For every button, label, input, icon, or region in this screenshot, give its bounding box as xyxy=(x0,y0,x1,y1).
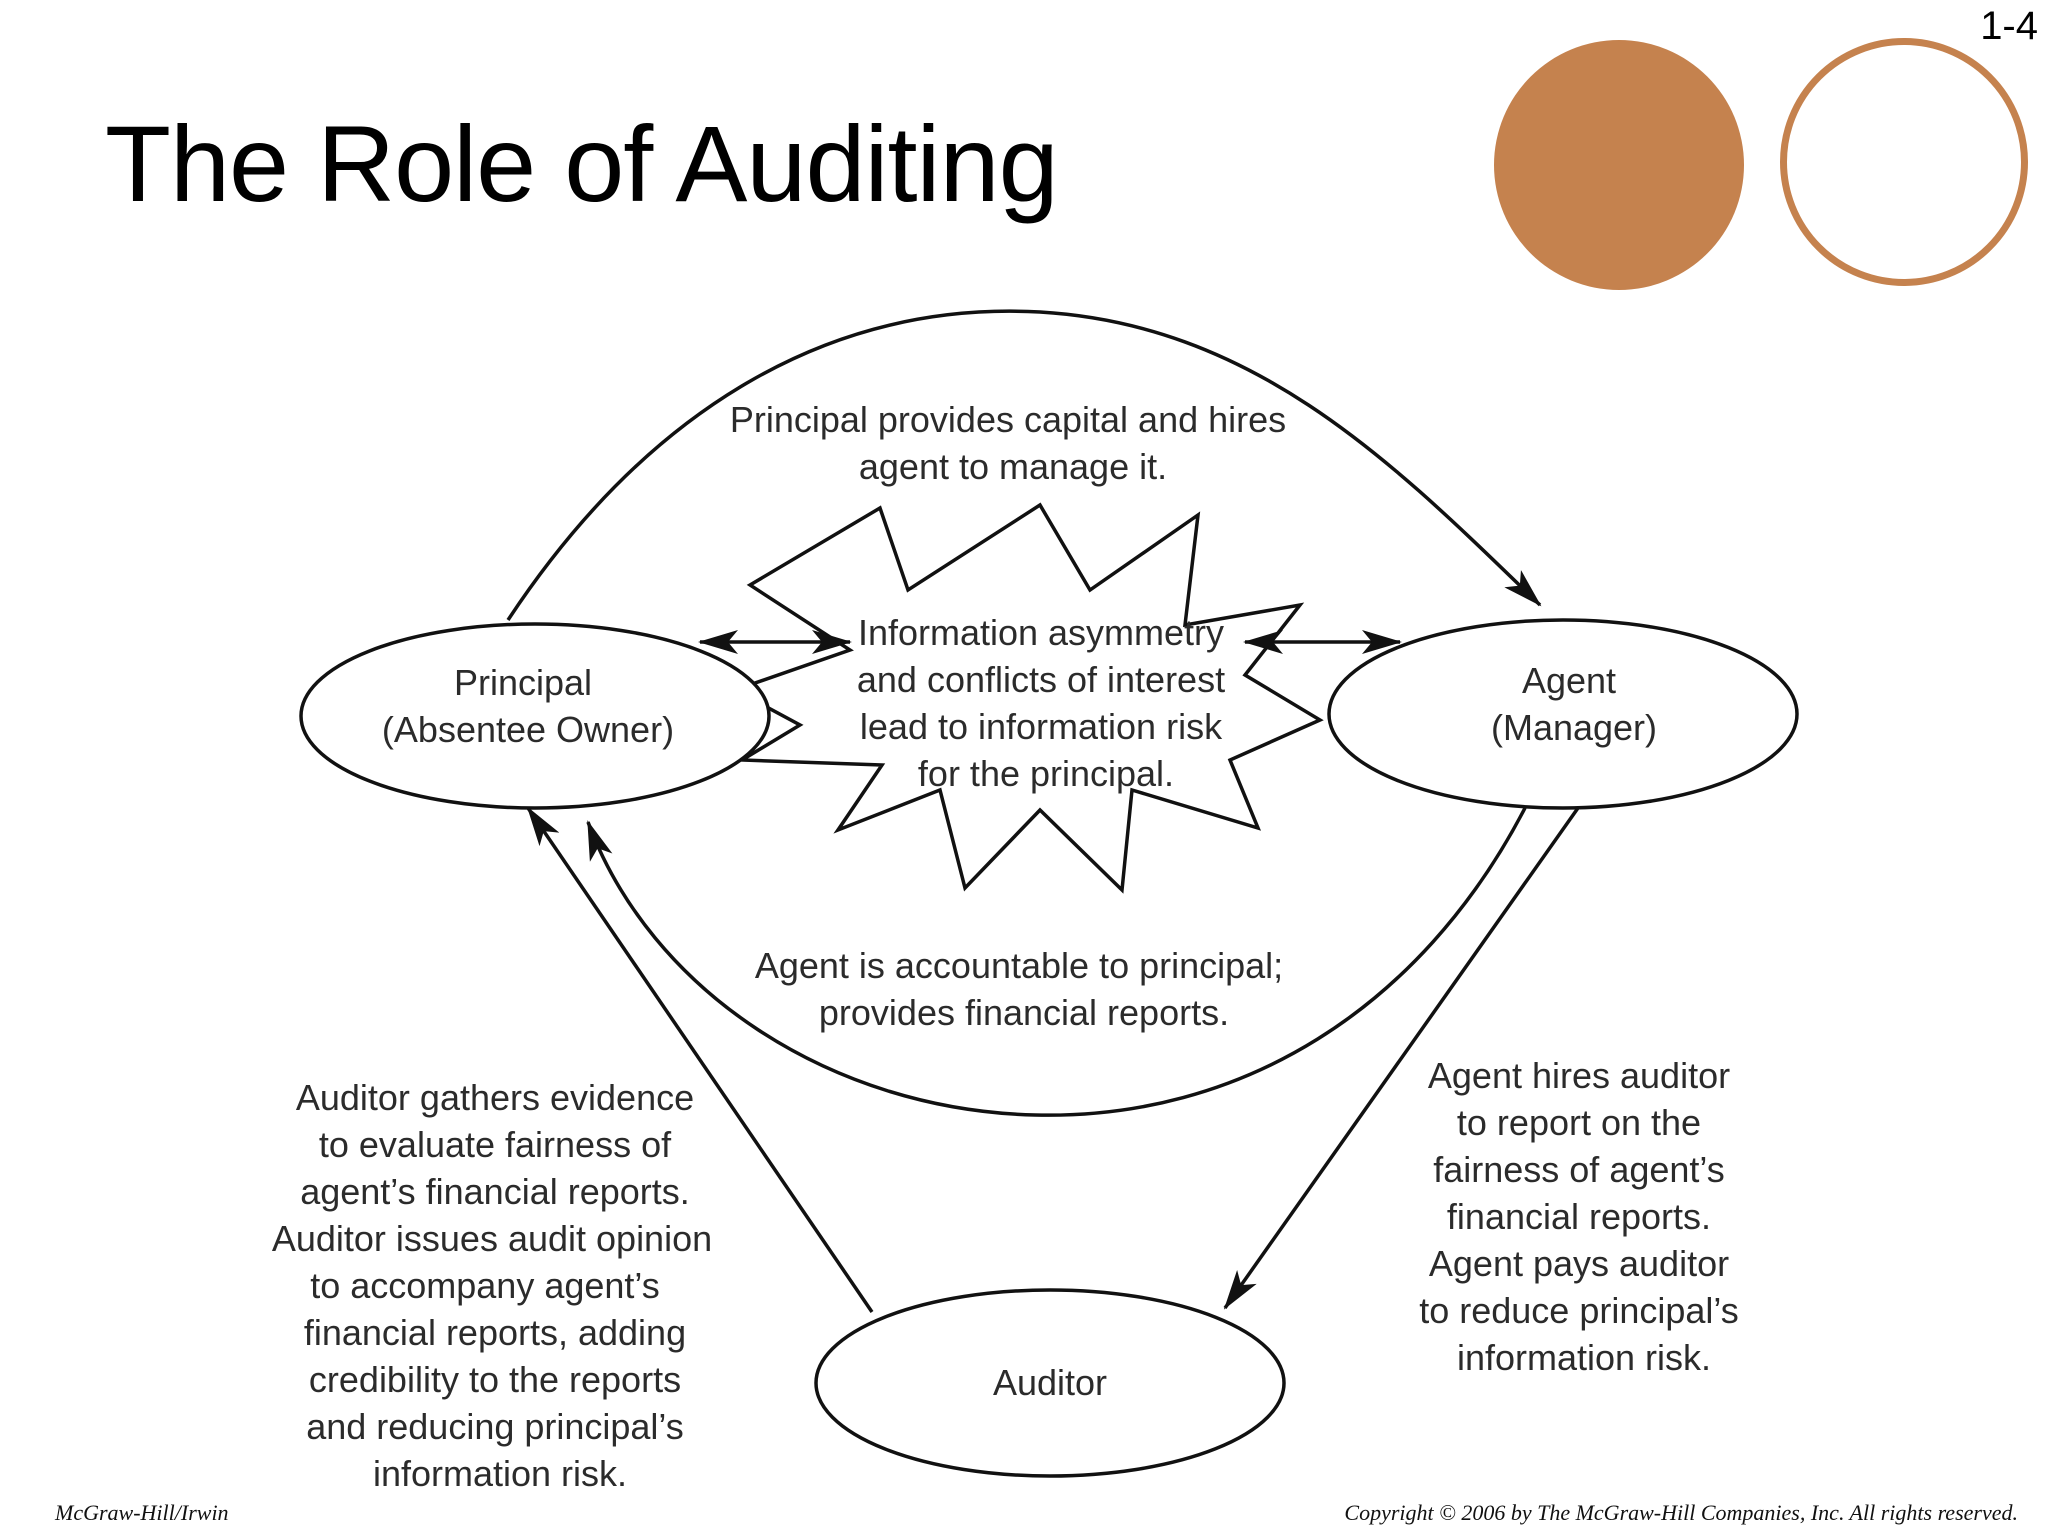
auditor-node xyxy=(814,1288,1286,1478)
agent-hires-line-1: Agent hires auditor xyxy=(1428,1055,1730,1096)
slide-title: The Role of Auditing xyxy=(105,103,1059,224)
starburst-line-3: lead to information risk xyxy=(860,706,1223,747)
accountability-flow-arrow xyxy=(586,807,1527,1117)
principal-label-line-2: (Absentee Owner) xyxy=(382,709,674,750)
auditor-role-line-2: to evaluate fairness of xyxy=(319,1124,672,1165)
starburst-line-1: Information asymmetry xyxy=(858,612,1224,653)
decorative-filled-circle xyxy=(1494,40,1744,290)
agent-node xyxy=(1327,618,1799,810)
agent-hires-line-6: to reduce principal’s xyxy=(1419,1290,1739,1331)
auditor-role-line-3: agent’s financial reports. xyxy=(300,1171,690,1212)
agent-hires-line-2: to report on the xyxy=(1457,1102,1701,1143)
agent-hires-line-3: fairness of agent’s xyxy=(1433,1149,1725,1190)
auditor-label-line-1: Auditor xyxy=(993,1362,1107,1403)
footer-copyright: Copyright © 2006 by The McGraw-Hill Comp… xyxy=(1344,1500,2018,1525)
capital-flow-line-2: agent to manage it. xyxy=(859,446,1167,487)
starburst-text: Information asymmetry and conflicts of i… xyxy=(857,612,1235,794)
decorative-ring-circle xyxy=(1780,38,2028,286)
principal-label-line-1: Principal xyxy=(454,662,592,703)
auditor-role-line-5: to accompany agent’s xyxy=(310,1265,660,1306)
auditor-role-line-1: Auditor gathers evidence xyxy=(296,1077,694,1118)
auditor-role-line-6: financial reports, adding xyxy=(304,1312,686,1353)
agent-hires-line-7: information risk. xyxy=(1457,1337,1711,1378)
capital-flow-arrow xyxy=(506,309,1542,621)
auditor-role-line-7: credibility to the reports xyxy=(309,1359,681,1400)
information-risk-starburst xyxy=(730,502,1324,894)
auditor-role-line-8: and reducing principal’s xyxy=(306,1406,684,1447)
accountability-line-2: provides financial reports. xyxy=(819,992,1229,1033)
accountability-flow-label: Agent is accountable to principal; provi… xyxy=(755,945,1293,1033)
agent-node-label: Agent (Manager) xyxy=(1491,660,1657,748)
auditor-reports-principal-arrow xyxy=(526,806,874,1313)
starburst-line-2: and conflicts of interest xyxy=(857,659,1225,700)
auditor-role-line-9: information risk. xyxy=(373,1453,627,1494)
agent-label-line-1: Agent xyxy=(1522,660,1616,701)
auditor-role-label: Auditor gathers evidence to evaluate fai… xyxy=(272,1077,722,1494)
auditor-role-line-4: Auditor issues audit opinion xyxy=(272,1218,712,1259)
accountability-line-1: Agent is accountable to principal; xyxy=(755,945,1283,986)
agent-hires-auditor-label: Agent hires auditor to report on the fai… xyxy=(1419,1055,1749,1378)
agent-hires-line-5: Agent pays auditor xyxy=(1429,1243,1729,1284)
principal-node-label: Principal (Absentee Owner) xyxy=(382,662,674,750)
starburst-line-4: for the principal. xyxy=(918,753,1174,794)
agent-hires-line-4: financial reports. xyxy=(1447,1196,1711,1237)
capital-flow-label: Principal provides capital and hires age… xyxy=(730,399,1296,487)
footer-publisher: McGraw-Hill/Irwin xyxy=(55,1500,229,1525)
principal-node xyxy=(299,622,771,810)
page-number: 1-4 xyxy=(1980,4,2038,48)
auditor-node-label: Auditor xyxy=(993,1362,1107,1403)
agent-hires-auditor-arrow xyxy=(1223,806,1580,1310)
agent-label-line-2: (Manager) xyxy=(1491,707,1657,748)
capital-flow-line-1: Principal provides capital and hires xyxy=(730,399,1286,440)
